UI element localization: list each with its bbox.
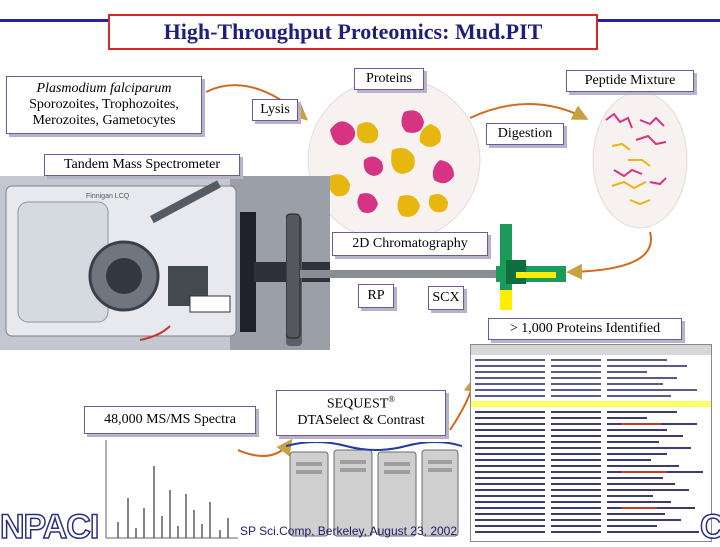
sequest-line: SEQUEST® (277, 394, 445, 413)
organism-stages-line2: Merozoites, Gametocytes (32, 113, 176, 129)
page-title: High-Throughput Proteomics: Mud.PIT (108, 14, 598, 50)
proteins-label: Proteins (354, 68, 424, 90)
sequest-name: SEQUEST (326, 396, 389, 412)
mass-spectrometer-image: Finnigan LCQ (0, 176, 330, 350)
ms-spectra-label: 48,000 MS/MS Spectra (84, 406, 256, 434)
title-rule-right (598, 19, 720, 22)
chromatography-column (286, 213, 566, 339)
results-screenshot (470, 344, 712, 542)
svg-text:Finnigan LCQ: Finnigan LCQ (86, 193, 130, 200)
protein-blobs (328, 110, 454, 217)
sequest-label: SEQUEST® DTASelect & Contrast (276, 390, 446, 436)
title-rule-left (0, 19, 108, 22)
dtaselect-line: DTASelect & Contrast (297, 412, 425, 428)
lysis-label: Lysis (252, 99, 298, 121)
logo-fragment-right: C (699, 507, 720, 547)
organism-box: Plasmodium falciparum Sporozoites, Troph… (6, 76, 202, 134)
npaci-logo: NPACI (0, 507, 100, 547)
proteins-identified-label: > 1,000 Proteins Identified (488, 318, 682, 340)
organism-stages-line1: Sporozoites, Trophozoites, (29, 97, 179, 113)
ms-spectrum-plot (98, 438, 238, 540)
digestion-arrow (469, 103, 589, 120)
peptide-to-column-arrow (566, 231, 652, 280)
scx-label: SCX (428, 286, 464, 310)
registered-mark: ® (388, 394, 396, 404)
results-table-image (471, 345, 711, 533)
tandem-ms-label: Tandem Mass Spectrometer (44, 154, 240, 176)
peptide-mixture-label: Peptide Mixture (566, 70, 694, 92)
footer-text: SP Sci.Comp, Berkeley, August 23, 2002 (240, 524, 458, 538)
chromatography-label: 2D Chromatography (332, 232, 488, 256)
server-cluster-image (286, 442, 462, 537)
rp-label: RP (358, 284, 394, 308)
digestion-label: Digestion (486, 123, 564, 145)
peptide-fragments (605, 112, 667, 206)
organism-species: Plasmodium falciparum (36, 81, 172, 96)
